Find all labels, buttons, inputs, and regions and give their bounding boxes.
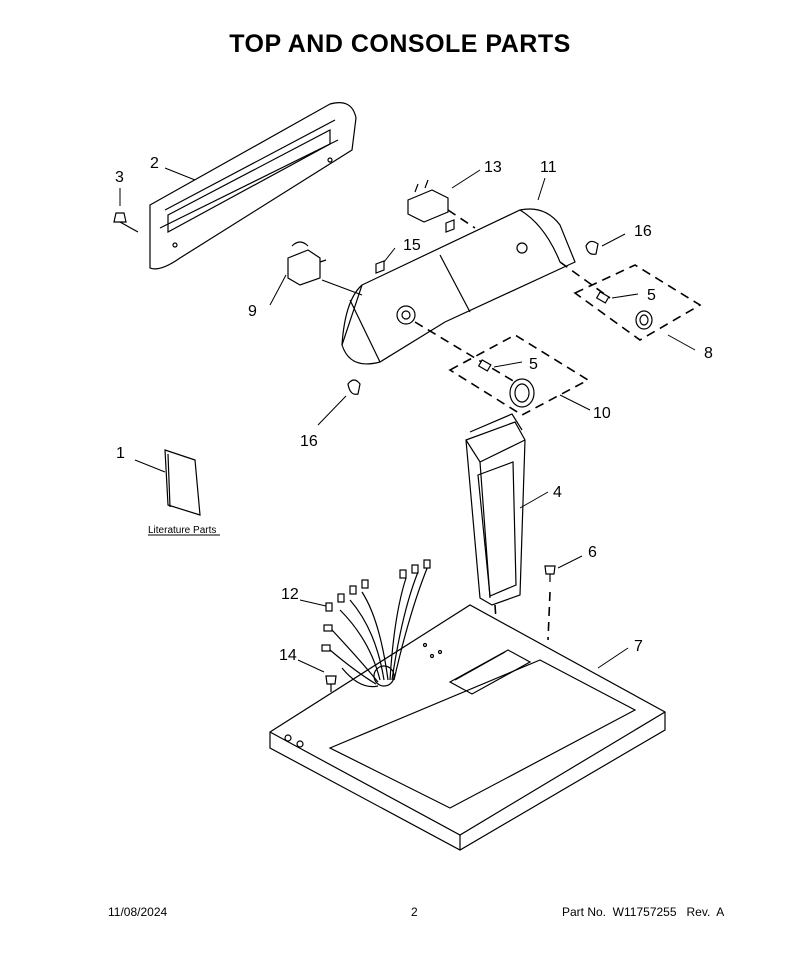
literature-parts-label: Literature Parts [148, 525, 216, 536]
knob-part-8 [635, 310, 653, 330]
callout-1: 1 [116, 445, 125, 462]
clip-part-16-bottom [347, 379, 361, 395]
clip-part-16-top [585, 240, 599, 255]
callout-7: 7 [634, 638, 643, 655]
footer-part-number: Part No. W11757255 Rev. A [562, 905, 725, 919]
callout-11: 11 [540, 159, 557, 176]
footer-date: 11/08/2024 [108, 905, 168, 919]
callout-4: 4 [553, 484, 562, 501]
callout-9: 9 [248, 303, 257, 320]
callout-5-center: 5 [529, 356, 538, 373]
callout-8: 8 [704, 345, 713, 362]
wire-harness [321, 559, 431, 688]
callout-2: 2 [150, 155, 159, 172]
callout-12: 12 [281, 586, 299, 603]
callout-3: 3 [115, 169, 124, 186]
clip-part-15 [375, 219, 455, 274]
footer-page-number: 2 [411, 905, 418, 919]
callout-10: 10 [593, 405, 611, 422]
timer [287, 241, 363, 296]
callout-6: 6 [588, 544, 597, 561]
kit-outline-10 [448, 334, 590, 416]
callout-14: 14 [279, 647, 297, 664]
screw-part-14 [325, 675, 337, 692]
page-title: TOP AND CONSOLE PARTS [229, 30, 571, 58]
callout-15: 15 [403, 237, 421, 254]
kit-outline-8 [573, 264, 702, 341]
callout-5-right: 5 [647, 287, 656, 304]
dryer-top-panel [269, 604, 666, 851]
console [341, 208, 576, 365]
console-back-panel [149, 102, 357, 270]
spacer-part-5-center [477, 359, 492, 372]
literature-booklet [164, 449, 201, 516]
screw-part-6 [544, 565, 556, 641]
callout-16-top: 16 [634, 223, 652, 240]
callout-13: 13 [484, 159, 502, 176]
leader-lines [134, 167, 696, 673]
knob-part-10 [509, 378, 535, 408]
screw-part-3 [113, 188, 139, 233]
switch [407, 179, 476, 229]
lint-screen [465, 413, 526, 651]
spacer-part-5-right [595, 291, 610, 304]
callout-16-bottom: 16 [300, 433, 318, 450]
